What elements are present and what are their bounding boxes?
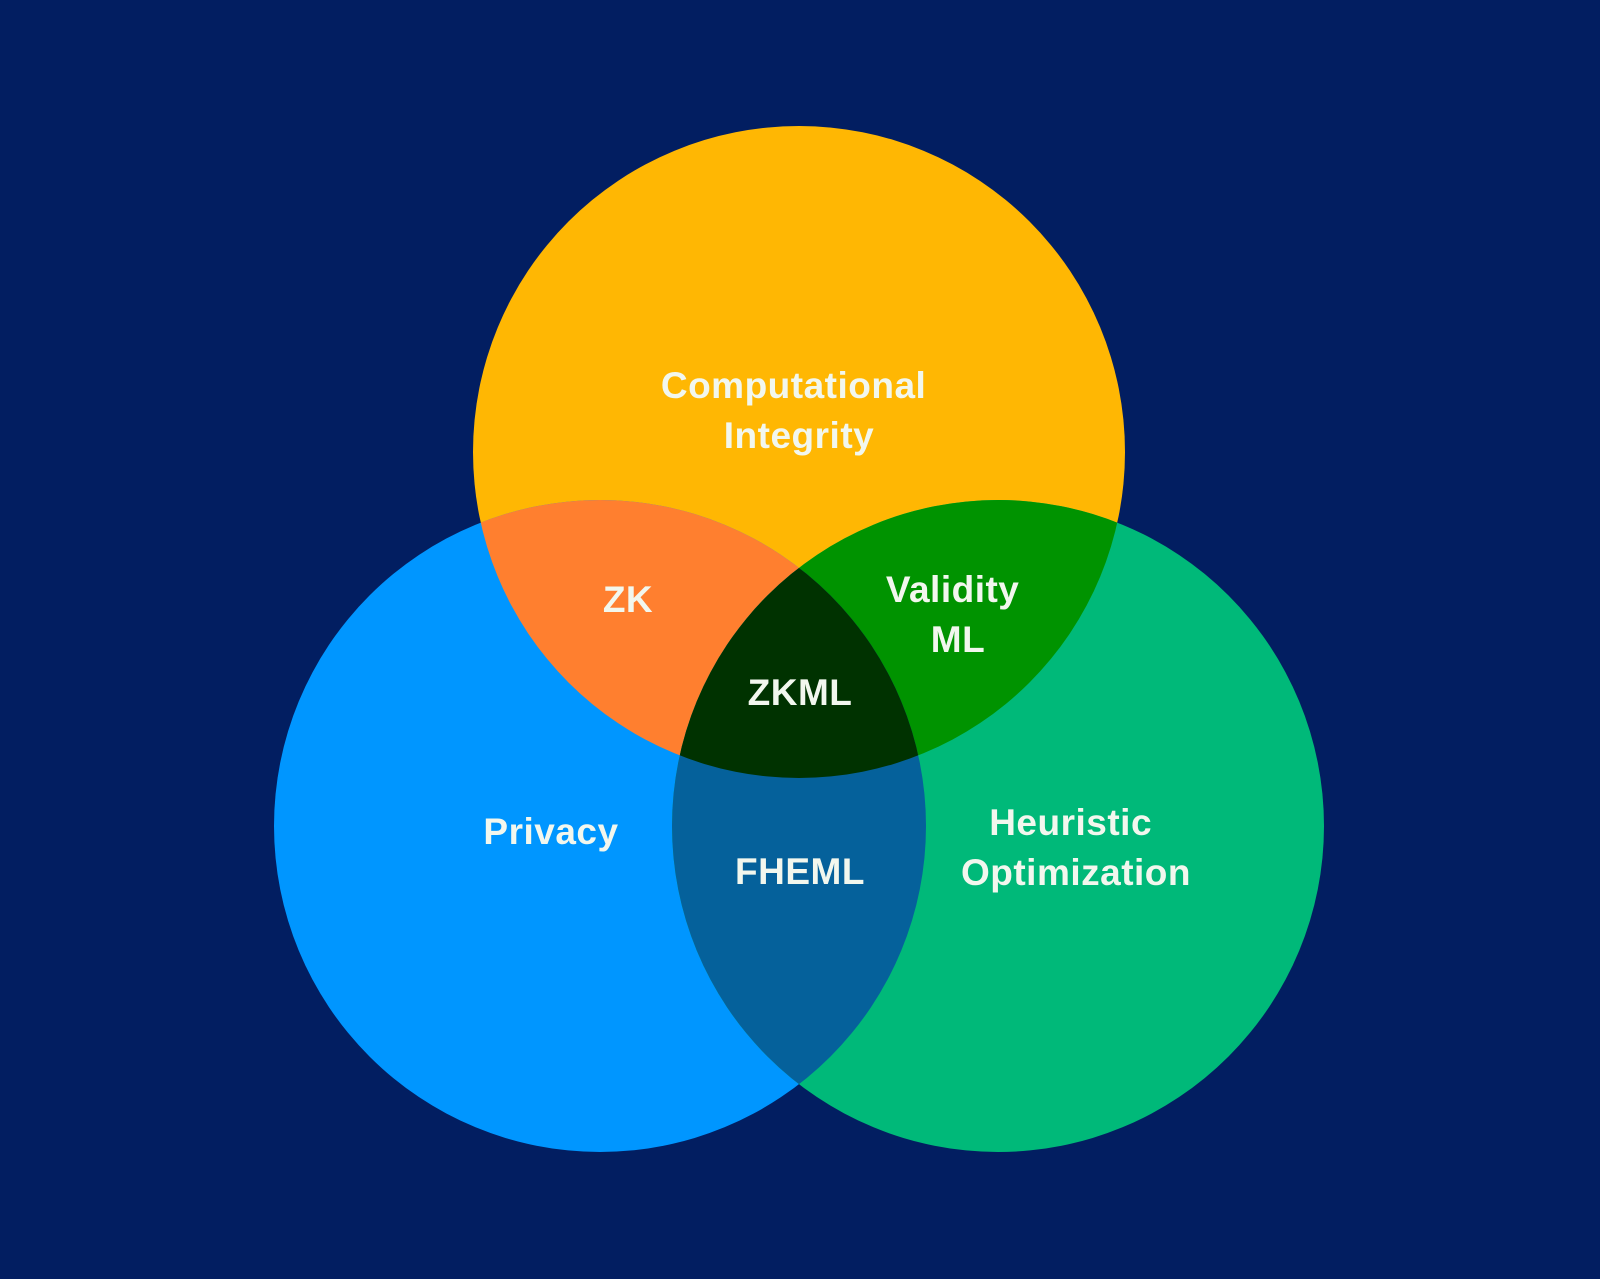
label-validity-ml-line2: ML — [931, 619, 985, 660]
label-privacy: Privacy — [483, 811, 618, 852]
label-computational-integrity-line2: Integrity — [724, 415, 874, 456]
label-heuristic-optimization-line2: Optimization — [961, 852, 1191, 893]
label-zk: ZK — [603, 579, 653, 620]
overlap-zkml — [672, 500, 926, 778]
label-heuristic-optimization: Heuristic Optimization — [961, 802, 1191, 893]
label-heuristic-optimization-line1: Heuristic — [989, 802, 1152, 843]
label-validity-ml-line1: Validity — [886, 569, 1020, 610]
label-computational-integrity: Computational Integrity — [661, 365, 937, 456]
label-zkml: ZKML — [748, 672, 853, 713]
label-computational-integrity-line1: Computational — [661, 365, 926, 406]
label-fheml: FHEML — [735, 851, 865, 892]
label-validity-ml: Validity ML — [886, 569, 1030, 660]
